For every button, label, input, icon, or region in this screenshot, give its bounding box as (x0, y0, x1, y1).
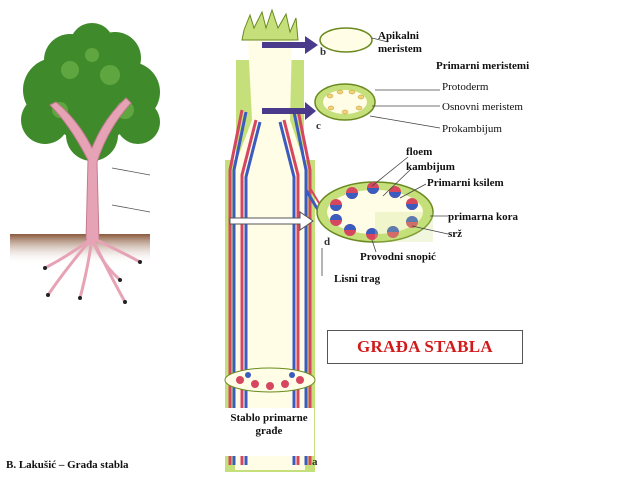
label-apikalni-2: meristem (378, 43, 422, 55)
letter-d: d (324, 236, 331, 248)
vascular-bundles (330, 182, 418, 240)
label-osnovni-meristem: Osnovni meristem (442, 101, 523, 113)
section-d (229, 181, 434, 243)
label-lisni-trag: Lisni trag (334, 273, 381, 285)
caption-line-1: Stablo primarne (230, 412, 308, 424)
label-primarna-kora: primarna kora (448, 211, 518, 223)
soil-band (10, 234, 150, 264)
main-stem (224, 8, 335, 472)
label-prokambijum: Prokambijum (442, 123, 502, 135)
arrow-b (262, 36, 318, 54)
label-primarni-ksilem: Primarni ksilem (427, 177, 504, 189)
label-kambijum: kambijum (406, 161, 455, 173)
tree-roots (43, 236, 142, 304)
section-d-cut (375, 212, 433, 242)
tree-foliage (21, 23, 160, 161)
label-provodni-snopic: Provodni snopić (360, 251, 436, 263)
procambium-strands (326, 89, 365, 115)
caption-line-2: građe (255, 425, 283, 437)
letter-c: c (316, 120, 321, 132)
root-tips (43, 260, 142, 304)
page-title: GRAĐA STABLA (356, 337, 493, 356)
section-b (262, 27, 373, 54)
pointer-lines (321, 37, 449, 276)
label-protoderm: Protoderm (442, 81, 489, 93)
stem-vascular-phloem (228, 109, 312, 465)
section-c (262, 83, 376, 121)
stem-vascular-xylem (232, 111, 308, 465)
apical-tip (241, 8, 299, 41)
letter-a: a (312, 456, 318, 468)
label-primarni-meristemi: Primarni meristemi (436, 60, 530, 72)
title-box: GRAĐA STABLA (327, 330, 523, 364)
credit-text: B. Lakušić – Građa stabla (6, 459, 129, 471)
tree-illustration (10, 23, 160, 304)
tree-trunk (49, 97, 132, 241)
arrow-c (262, 102, 316, 120)
letter-b: b (320, 46, 327, 58)
label-floem: floem (406, 146, 433, 158)
tree-pointer-lines (111, 167, 151, 213)
base-bundles (236, 372, 304, 390)
label-apikalni-1: Apikalni (378, 30, 419, 42)
label-srz: srž (448, 228, 463, 240)
caption-box: Stablo primarne građe (224, 408, 314, 456)
arrow-d (229, 211, 314, 231)
